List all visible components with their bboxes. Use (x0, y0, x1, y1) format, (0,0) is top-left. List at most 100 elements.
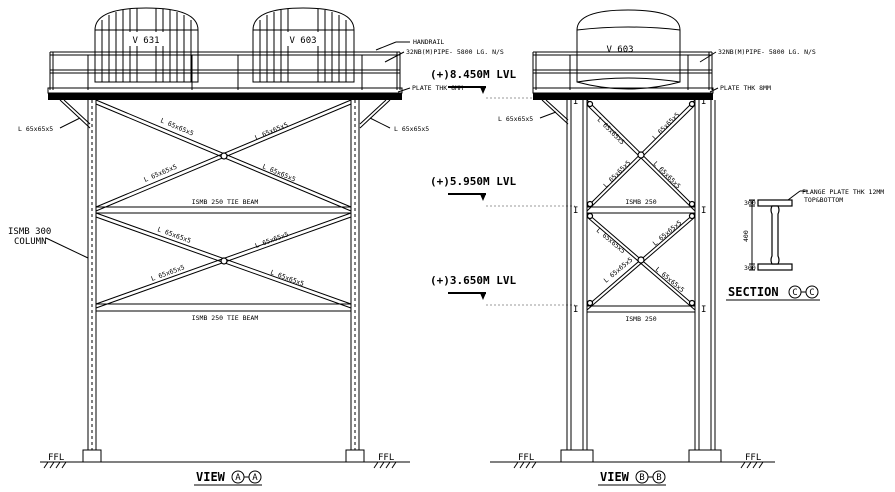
view-b-marker-1: B (639, 473, 644, 483)
column-left-b (560, 100, 594, 463)
i-mark: I (701, 305, 706, 315)
bracing-upper-b (586, 99, 696, 212)
tank-v631-label: V 631 (132, 36, 159, 46)
angle-label-b: L 65x65x5 (498, 115, 533, 123)
view-b-title-prefix: VIEW (600, 470, 630, 484)
i-mark: I (573, 97, 578, 107)
brace-label: L 65x65x5 (143, 163, 179, 184)
tank-v631-ribs (101, 8, 192, 82)
tank-v631: V 631 (94, 7, 199, 83)
view-a-marker-2: A (252, 473, 258, 483)
dim-height: 400 (742, 230, 750, 242)
bracing-lower-a (95, 212, 352, 309)
ffl-right-b: FFL (740, 453, 769, 469)
brace-label: L 65x65x5 (150, 263, 186, 283)
brace-label: L 65x65x5 (651, 219, 683, 248)
tank-v603-a-label: V 603 (289, 36, 316, 46)
view-b-marker-2: B (656, 473, 661, 483)
tie-beam-upper-a (95, 206, 352, 214)
column-label-line2: COLUMN (14, 237, 47, 247)
level-markers: (+)8.450M LVL (+)5.950M LVL (+)3.650M LV… (430, 68, 575, 306)
flange-label-2: TOP&BOTTOM (804, 196, 843, 204)
angle-leader-right-a (369, 117, 391, 129)
plate-label-b: PLATE THK 8MM (720, 84, 771, 92)
tie-beam-lower-a (95, 303, 352, 312)
dim-bottom: 300 (744, 264, 756, 272)
flange-label-1: FLANGE PLATE THK 12MM (802, 188, 884, 196)
column-label-line1: ISMB 300 (8, 227, 51, 237)
section-c-marker-2: C (809, 288, 814, 298)
handrail-a (49, 51, 401, 90)
handrail-leader (375, 41, 397, 51)
view-a-marker-1: A (235, 473, 241, 483)
angle-label-left-a: L 65x65x5 (18, 125, 53, 133)
brace-label: L 65x65x5 (596, 116, 627, 147)
column-leader (45, 237, 89, 259)
level-3650: (+)3.650M LVL (430, 274, 575, 306)
pipe-leader-a (384, 51, 405, 63)
ffl-left-b-label: FFL (518, 453, 534, 463)
knee-bracket-right-a (359, 99, 391, 129)
i-mark: I (573, 206, 578, 216)
section-c-c: 300 400 300 FLANGE PLATE THK 12MM TOP&BO… (726, 188, 884, 301)
dim-top: 300 (744, 199, 756, 207)
tank-v603-a: V 603 (252, 7, 355, 83)
ffl-right-a-label: FFL (378, 453, 394, 463)
column-right-a (345, 100, 365, 463)
level-8450: (+)8.450M LVL (430, 68, 575, 99)
bracing-upper-a (95, 99, 352, 212)
tie-lower-label-b: ISMB 250 (625, 315, 656, 323)
tie-beam-upper-b (586, 206, 696, 214)
tie-beam-lower-b (586, 305, 696, 313)
plate-leader-a (397, 87, 411, 93)
angle-leader-left-a (59, 117, 81, 129)
level-8450-label: (+)8.450M LVL (430, 68, 516, 81)
flange-leader (787, 190, 801, 201)
tank-v603-b-label: V 603 (606, 45, 633, 55)
level-5950: (+)5.950M LVL (430, 175, 575, 207)
column-left-a (82, 100, 102, 463)
handrail-b (532, 51, 713, 90)
view-a-title: VIEW A A (194, 470, 262, 486)
i-marks-b: I I I I I I (573, 97, 706, 315)
section-c-title-prefix: SECTION (728, 285, 779, 299)
column-right-b (688, 100, 722, 463)
tie-upper-label-b: ISMB 250 (625, 198, 656, 206)
ffl-left-a-label: FFL (48, 453, 64, 463)
pipe-leader-b (699, 51, 717, 63)
brace-label: L 65x65x5 (156, 225, 192, 245)
view-b-title: VIEW B B (598, 470, 666, 486)
i-mark: I (701, 97, 706, 107)
ffl-right-a: FFL (373, 453, 402, 469)
level-5950-label: (+)5.950M LVL (430, 175, 516, 188)
platform-beam-b (533, 93, 713, 100)
i-mark: I (701, 206, 706, 216)
bracing-lower-b (586, 212, 696, 311)
platform-beam-a (48, 93, 402, 100)
brace-label: L 65x65x5 (602, 159, 633, 190)
brace-label: L 65x65x5 (595, 226, 627, 255)
angle-label-right-a: L 65x65x5 (394, 125, 429, 133)
ffl-left-b: FFL (513, 453, 542, 469)
plate-label-a: PLATE THK 8MM (412, 84, 463, 92)
brace-label: L 65x65x5 (651, 111, 682, 142)
view-a-title-prefix: VIEW (196, 470, 226, 484)
brace-label: L 65x65x5 (654, 265, 686, 294)
tie-beam-lower-label: ISMB 250 TIE BEAM (192, 314, 259, 322)
section-c-marker-1: C (792, 288, 797, 298)
level-3650-label: (+)3.650M LVL (430, 274, 516, 287)
brace-label: L 65x65x5 (254, 121, 290, 142)
brace-label: L 65x65x5 (652, 160, 683, 191)
ffl-left-a: FFL (43, 453, 72, 469)
i-beam-section (757, 199, 793, 271)
handrail-label: HANDRAIL (413, 38, 444, 46)
knee-bracket-left-a (59, 99, 91, 129)
platform-plate-a (47, 87, 403, 94)
i-mark: I (573, 305, 578, 315)
brace-label: L 65x65x5 (254, 230, 290, 250)
brace-label: L 65x65x5 (602, 256, 634, 285)
ffl-right-b-label: FFL (745, 453, 761, 463)
angle-leader-b (539, 111, 557, 119)
pipe-label-a: 32NB(M)PIPE- 5800 LG. N/S (406, 48, 504, 56)
